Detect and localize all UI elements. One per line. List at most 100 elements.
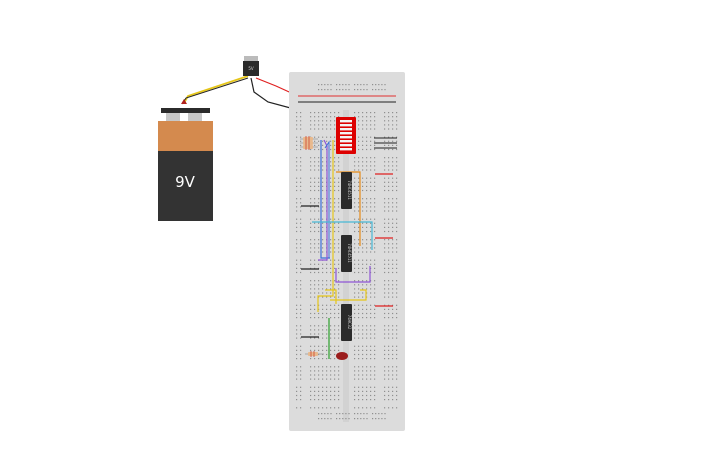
led[interactable]: [336, 352, 348, 360]
breadboard-hole: [318, 239, 320, 241]
wire-blue-2[interactable]: [324, 140, 330, 258]
breadboard-hole: [366, 202, 368, 204]
breadboard-hole: [392, 353, 394, 356]
breadboard-hole: [392, 157, 394, 159]
breadboard-hole: [388, 370, 390, 372]
battery-negative-wire[interactable]: [181, 77, 249, 105]
breadboard-hole: [358, 366, 360, 368]
dip-switch-lever[interactable]: [340, 124, 352, 127]
battery-top-plate: [161, 108, 210, 113]
breadboard-hole: [296, 140, 298, 142]
breadboard-hole: [322, 394, 324, 397]
breadboard-hole: [326, 263, 328, 265]
breadboard-hole: [314, 333, 316, 335]
breadboard-hole: [362, 165, 364, 167]
breadboard-hole: [384, 218, 386, 220]
breadboard-hole: [358, 317, 360, 319]
dip-switch-lever[interactable]: [340, 144, 352, 147]
wire-yellow-1[interactable]: [317, 140, 334, 312]
wire-cyan-1[interactable]: [312, 221, 373, 250]
voltage-regulator[interactable]: 5V: [243, 56, 259, 76]
breadboard-hole: [330, 386, 332, 388]
breadboard-hole: [314, 308, 316, 310]
breadboard-hole: [358, 239, 360, 241]
resistor-network[interactable]: [300, 136, 318, 150]
breadboard-hole: [388, 317, 390, 319]
battery-9v[interactable]: 9V: [158, 99, 213, 221]
breadboard-hole: [366, 263, 368, 265]
breadboard-hole: [339, 418, 341, 420]
breadboard-hole: [374, 259, 376, 261]
breadboard-hole: [338, 370, 340, 372]
breadboard-hole: [392, 226, 394, 228]
breadboard-hole: [322, 189, 324, 192]
breadboard-hole: [392, 177, 394, 179]
breadboard-hole: [357, 89, 359, 91]
dip-switch[interactable]: [336, 117, 356, 154]
breadboard-hole: [358, 349, 360, 351]
breadboard-hole: [384, 386, 386, 388]
breadboard-hole: [392, 202, 394, 204]
breadboard-hole: [374, 144, 376, 146]
wire-purple-2[interactable]: [335, 266, 371, 283]
breadboard-hole: [366, 84, 368, 86]
breadboard-hole: [322, 185, 324, 187]
breadboard-hole: [314, 140, 316, 142]
dip-switch-lever[interactable]: [340, 128, 352, 131]
breadboard-hole: [330, 89, 332, 91]
regulator-ground-wire[interactable]: [250, 77, 299, 111]
breadboard-hole: [296, 296, 298, 298]
breadboard-hole: [330, 399, 332, 401]
breadboard-hole: [363, 89, 365, 91]
dip-switch-lever[interactable]: [340, 120, 352, 123]
chip-3[interactable]: 74HC32: [341, 304, 352, 341]
chip-2[interactable]: 74HC4511: [341, 235, 352, 272]
breadboard-hole: [388, 218, 390, 220]
wire-purple-1[interactable]: [318, 139, 328, 261]
breadboard-hole: [358, 148, 360, 151]
breadboard-hole: [296, 148, 298, 151]
chip-1[interactable]: 74HC4511: [341, 172, 352, 209]
dip-switch-lever[interactable]: [340, 136, 352, 139]
breadboard-hole: [300, 140, 302, 142]
breadboard-hole: [366, 177, 368, 179]
breadboard-hole: [310, 157, 312, 159]
breadboard-hole: [318, 280, 320, 282]
breadboard-hole: [362, 280, 364, 282]
battery-positive-wire[interactable]: [183, 75, 249, 104]
breadboard-hole: [374, 189, 376, 192]
breadboard-hole: [362, 345, 364, 347]
breadboard-hole: [388, 206, 390, 208]
breadboard-hole: [366, 366, 368, 368]
breadboard-hole: [392, 325, 394, 327]
breadboard-hole: [392, 378, 394, 380]
breadboard-hole: [374, 304, 376, 306]
breadboard-hole: [354, 169, 356, 171]
breadboard-hole: [372, 89, 374, 91]
breadboard-hole: [326, 386, 328, 388]
breadboard-hole: [310, 333, 312, 335]
breadboard-hole: [318, 399, 320, 401]
breadboard-hole: [384, 251, 386, 253]
led-resistor[interactable]: [305, 351, 324, 357]
breadboard-hole: [388, 210, 390, 212]
breadboard-hole: [396, 185, 398, 187]
breadboard-hole: [388, 333, 390, 335]
breadboard-hole: [374, 198, 376, 200]
breadboard-hole: [348, 84, 350, 86]
regulator-body: [243, 61, 259, 76]
breadboard-hole: [384, 169, 386, 171]
breadboard-hole: [330, 370, 332, 372]
dip-switch-lever[interactable]: [340, 140, 352, 143]
breadboard-hole: [374, 251, 376, 253]
breadboard-hole: [362, 333, 364, 335]
dip-switch-lever[interactable]: [340, 148, 352, 151]
breadboard-hole: [300, 349, 302, 351]
wire-yellow-3[interactable]: [325, 289, 337, 304]
wire-yellow-2[interactable]: [330, 289, 367, 301]
breadboard-hole: [326, 288, 328, 290]
dip-switch-lever[interactable]: [340, 132, 352, 135]
breadboard-hole: [318, 358, 320, 360]
breadboard-hole: [388, 161, 390, 163]
breadboard-hole: [384, 120, 386, 122]
